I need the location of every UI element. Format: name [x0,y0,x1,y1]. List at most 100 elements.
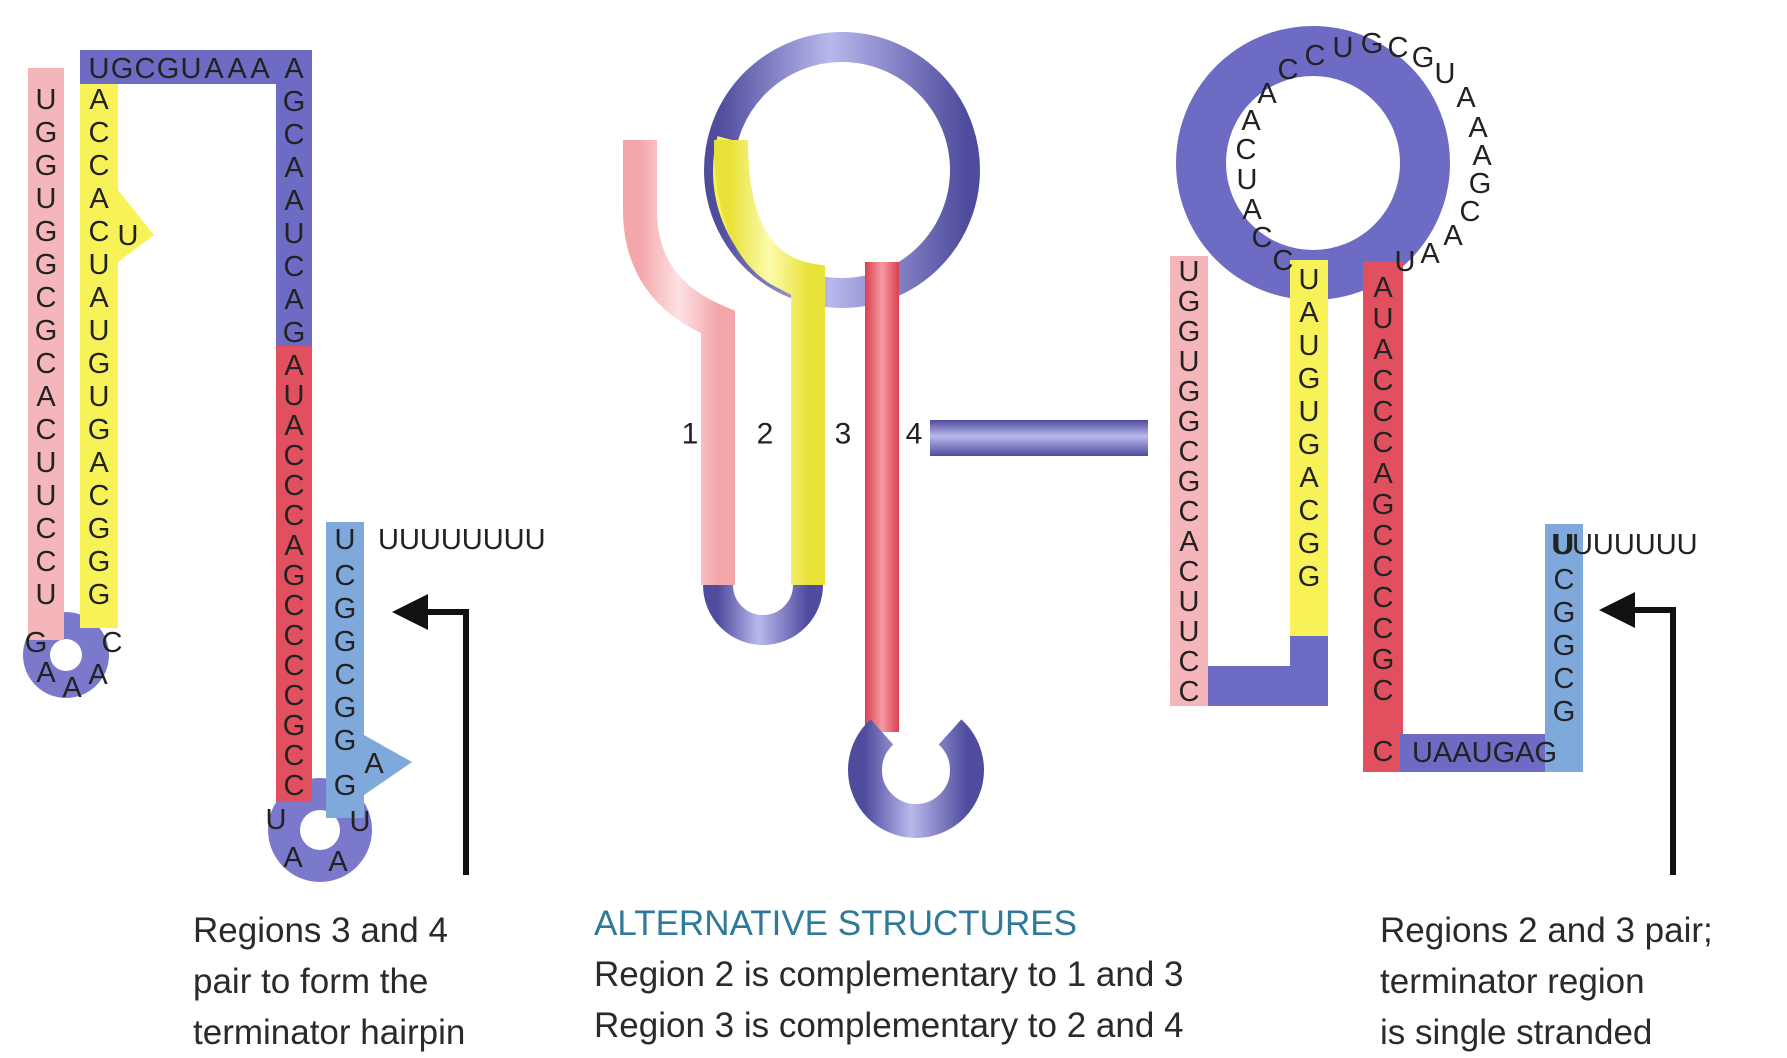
middle-region-3 [865,262,899,732]
nt: C [335,560,356,592]
nt: C [1299,495,1320,527]
right-caption: Regions 2 and 3 pair; terminator region … [1380,905,1713,1058]
nt: A [1179,526,1199,558]
nt: G [88,513,111,545]
nt: A [1468,112,1488,144]
nt: G [88,546,111,578]
nt: G [1298,363,1321,395]
nt: G [283,86,306,118]
nt: G [111,53,134,85]
nt: U [89,249,110,281]
nt: G [1298,528,1321,560]
nt: A [250,53,270,85]
nt: C [284,620,305,652]
nt: G [1412,42,1435,74]
nt: U [36,579,57,611]
nt: A [284,53,304,85]
nt: C [1179,646,1200,678]
nt: G [1178,466,1201,498]
nt: A [89,282,109,314]
nt: G [1298,429,1321,461]
nt: G [334,770,357,802]
nt: C [1373,520,1394,552]
nt: A [89,447,109,479]
nt: G [35,249,58,281]
right-bottom-link-label: UAAUGAG [1412,737,1557,769]
nt: G [1178,286,1201,318]
nt: U [36,84,57,116]
nt: C [1252,222,1273,254]
nt: C [1305,40,1326,72]
left-arrow [392,594,469,875]
nt: G [283,710,306,742]
nt: C [89,480,110,512]
left-pink-stem [28,68,64,640]
nt: G [1178,376,1201,408]
nt: A [284,185,304,217]
nt: C [1554,663,1575,695]
nt: U [1435,58,1456,90]
nt: G [334,626,357,658]
nt: A [284,284,304,316]
middle-purple-bar [930,420,1148,456]
nt: U [284,218,305,250]
nt: U [36,183,57,215]
nt: G [1298,561,1321,593]
nt: U [350,806,371,838]
nt: A [284,152,304,184]
nt: A [328,846,348,878]
nt: A [1299,462,1319,494]
nt: G [1372,489,1395,521]
nt: C [1373,365,1394,397]
nt: C [284,470,305,502]
nt: U [1179,256,1200,288]
nt: U [36,447,57,479]
left-yellow-stem [80,80,118,628]
nt: G [1553,597,1576,629]
nt: U [1373,303,1394,335]
nt: G [35,117,58,149]
nt: U [36,480,57,512]
nt: C [1388,32,1409,64]
nt: U [1299,330,1320,362]
nt: G [1178,406,1201,438]
nt: U [1179,616,1200,648]
nt: A [284,410,304,442]
nt: C [1278,54,1299,86]
right-structure: U G G U G G C G C A C U U C C U A U G U … [1170,26,1698,875]
nt: G [1361,28,1384,60]
left-polyu-tail: UUUUUUUU [378,524,546,556]
nt: G [35,315,58,347]
nt: A [1242,194,1262,226]
nt: C [284,740,305,772]
nt: U [266,804,287,836]
nt: U [1179,586,1200,618]
nt: A [89,183,109,215]
nt: G [283,317,306,349]
nt: G [35,150,58,182]
left-caption-line: pair to form the [193,962,429,1001]
nt: C [1179,676,1200,708]
right-arrow [1599,592,1676,875]
nt: A [1373,334,1393,366]
nt: C [135,53,156,85]
nt: U [1237,164,1258,196]
right-polyu-tail: UUUUUUU [1551,529,1698,561]
nt: G [1178,316,1201,348]
nt: C [36,414,57,446]
nt: C [1236,134,1257,166]
right-blue-column [1545,524,1583,772]
nt: C [36,348,57,380]
nt: A [89,84,109,116]
nt: A [1472,140,1492,172]
nt: G [1553,630,1576,662]
nt: G [35,216,58,248]
left-top-loop [80,50,312,84]
nt: G [157,53,180,85]
nt: A [36,381,56,413]
nt: U [335,524,356,556]
nt: C [36,282,57,314]
nt: C [1373,675,1394,707]
nt: C [89,216,110,248]
